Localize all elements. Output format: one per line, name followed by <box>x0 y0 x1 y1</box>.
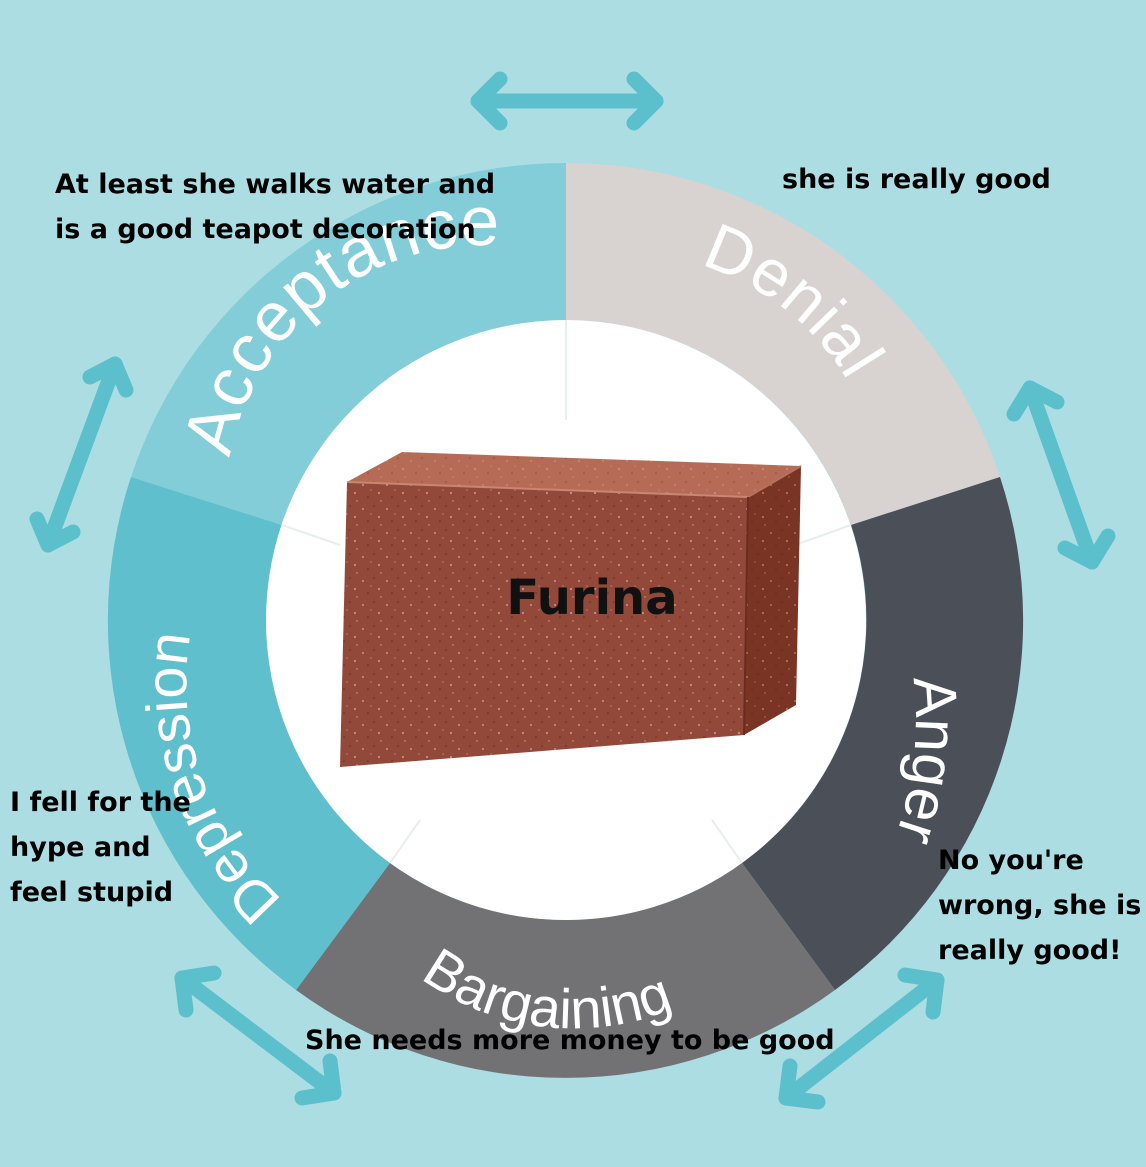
caption-anger: No you're wrong, she is really good! <box>938 845 1142 966</box>
double-arrow-icon-bottom-left <box>174 965 342 1106</box>
caption-depression: I fell for the hype and feel stupid <box>10 787 191 908</box>
segment-depression <box>107 477 391 990</box>
brick-image <box>340 452 802 767</box>
double-arrow-icon-top <box>470 71 664 131</box>
caption-bargaining: She needs more money to be good <box>305 1025 835 1056</box>
segment-denial <box>566 163 1000 525</box>
segment-anger <box>742 477 1024 990</box>
center-label: Furina <box>506 570 677 626</box>
double-arrow-icon-left <box>29 356 134 553</box>
double-arrow-icon-bottom-right <box>778 967 945 1110</box>
segment-acceptance <box>131 162 566 526</box>
double-arrow-icon-right <box>1006 380 1116 570</box>
caption-acceptance: At least she walks water and is a good t… <box>55 169 496 245</box>
segment-bargaining <box>296 863 835 1078</box>
caption-denial: she is really good <box>782 164 1051 195</box>
